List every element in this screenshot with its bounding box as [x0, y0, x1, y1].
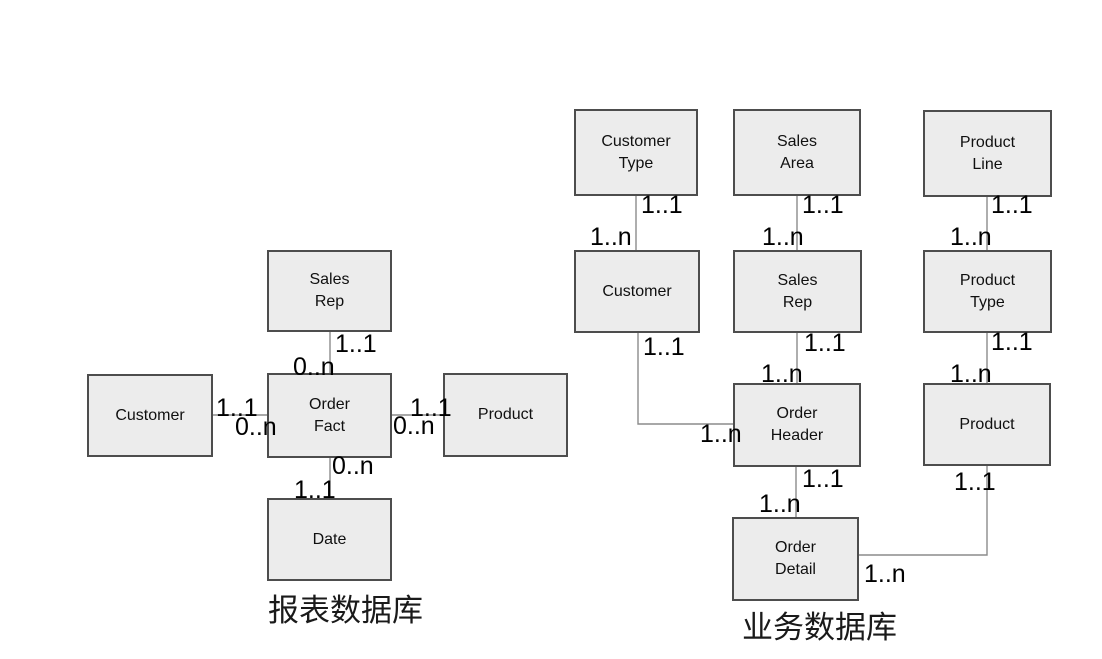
connector-customer-order-header — [637, 333, 733, 425]
connector-product-order-detail — [859, 466, 988, 556]
caption-report-db: 报表数据库 — [268, 593, 423, 629]
caption-business-db: 业务数据库 — [742, 610, 897, 646]
